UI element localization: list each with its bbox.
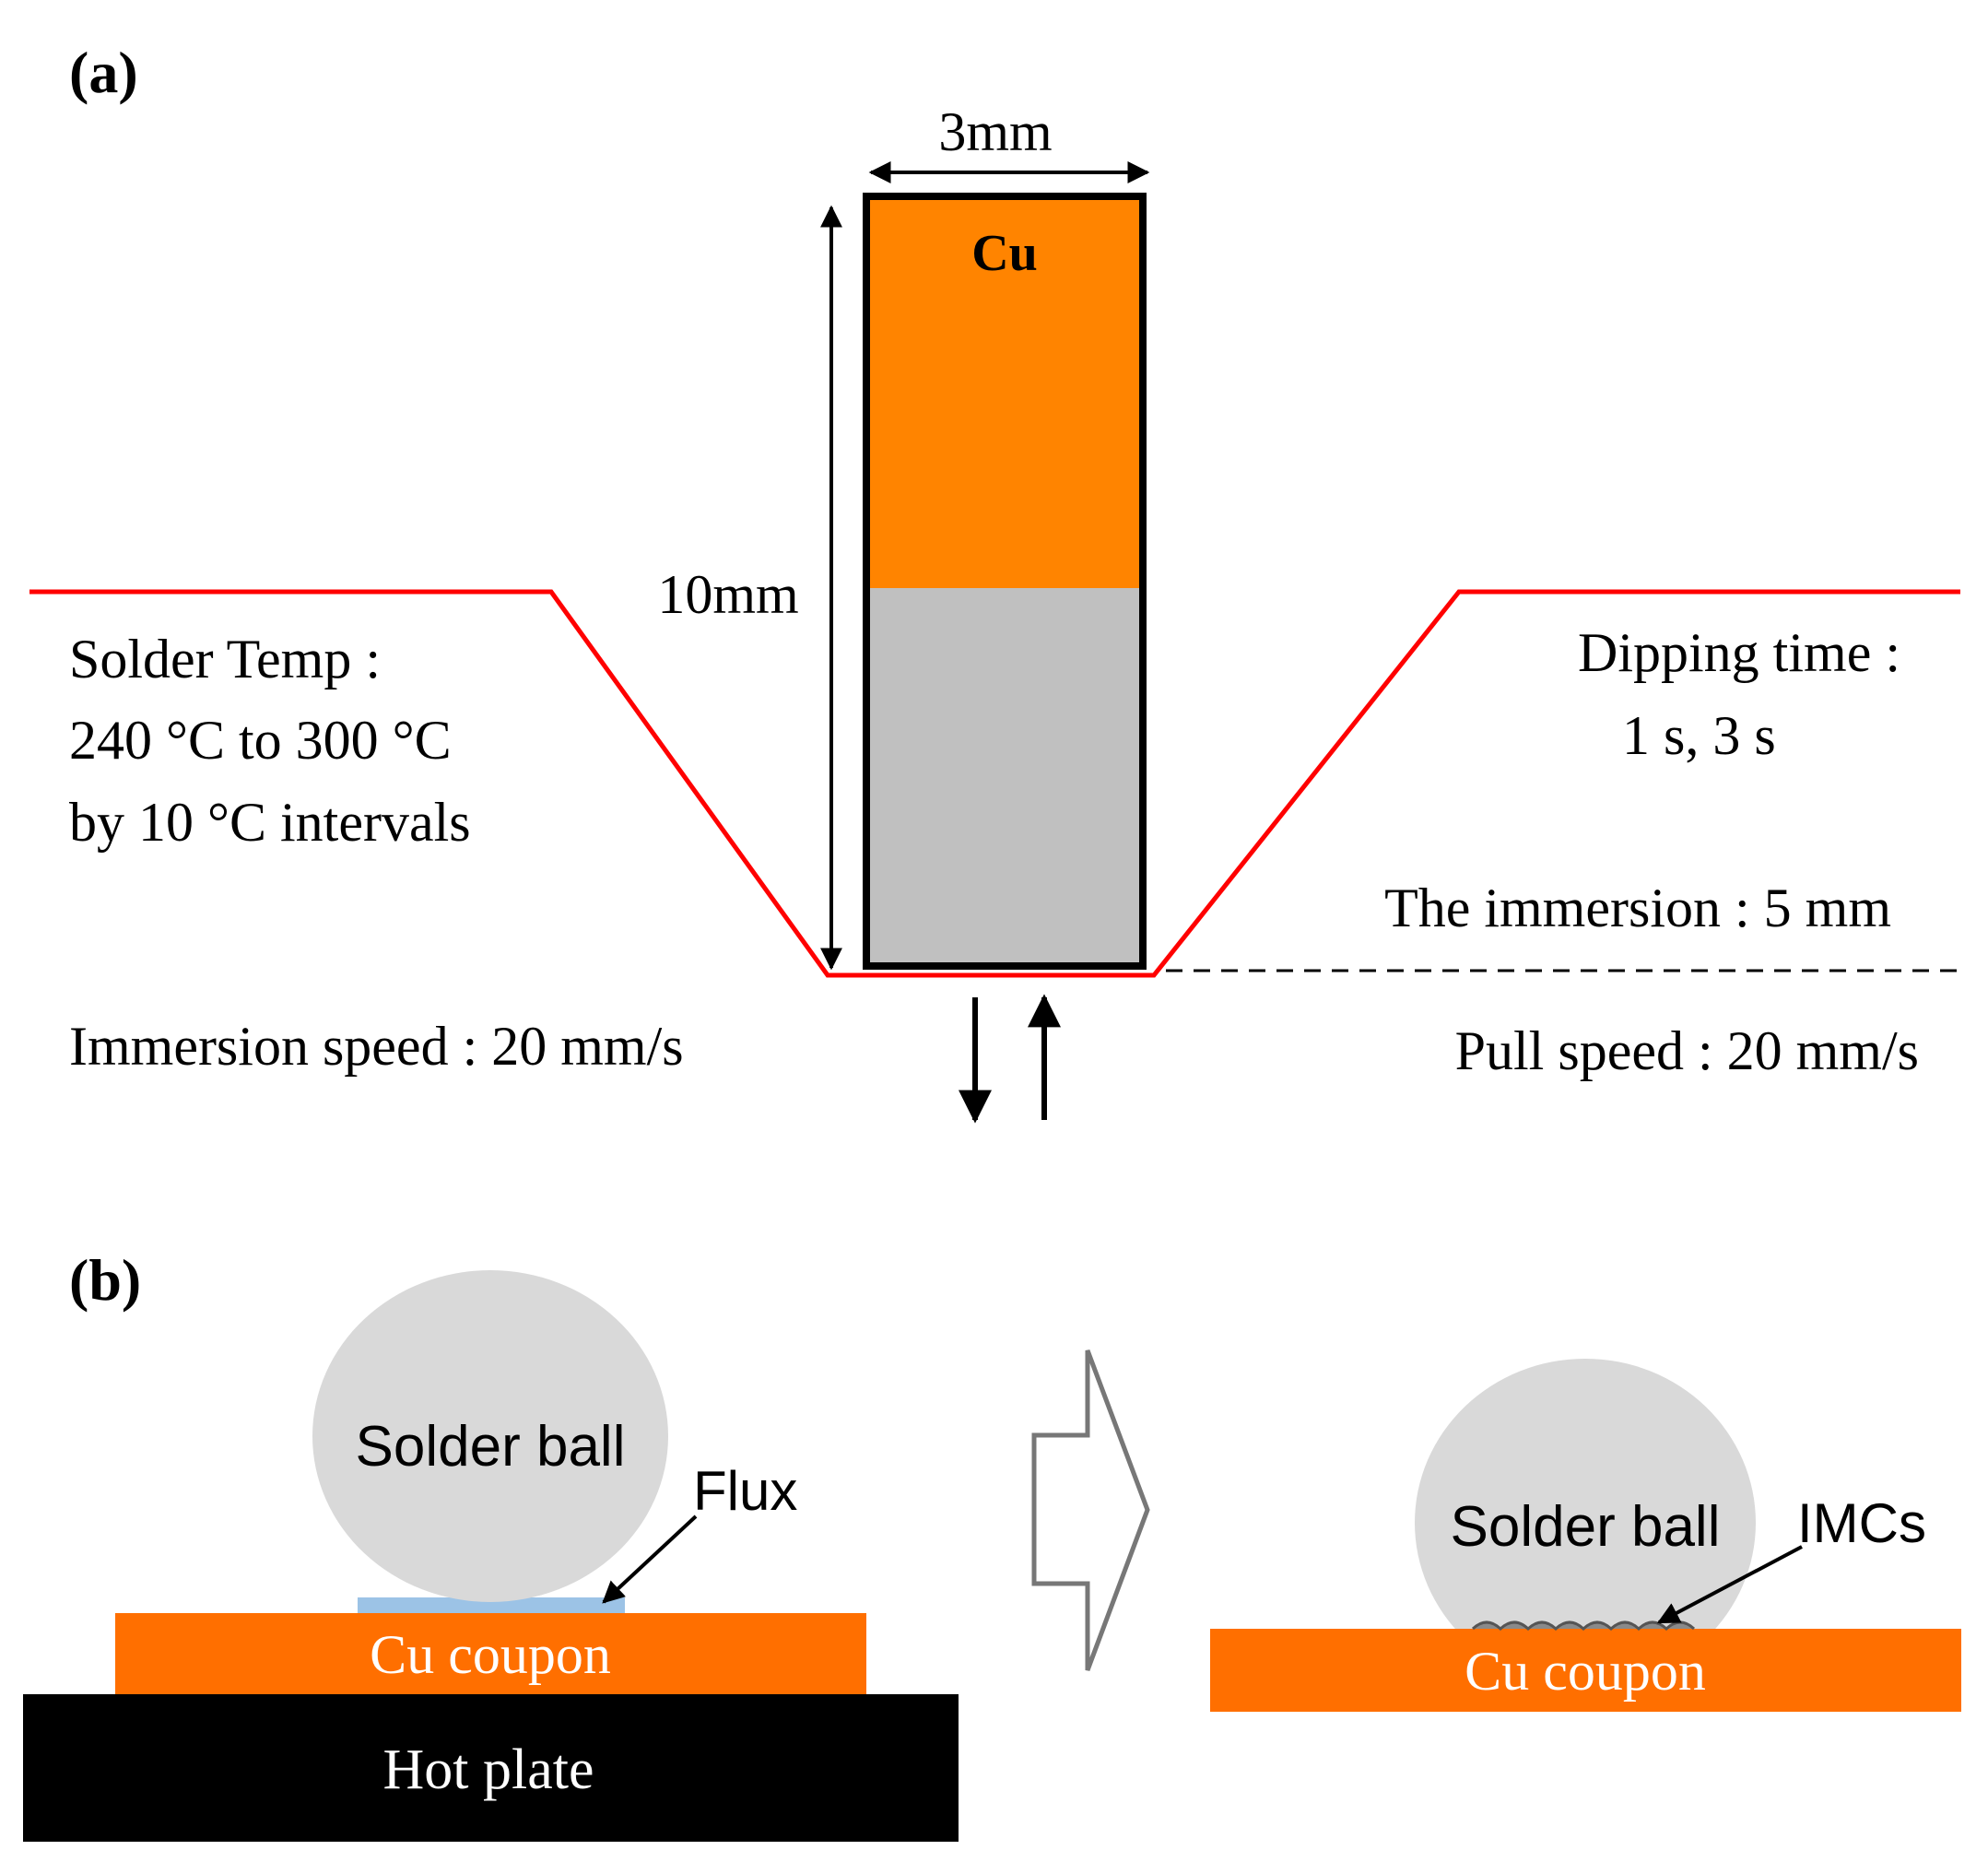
- solder-ball-before: [312, 1270, 668, 1602]
- flux-pointer-arrow: [602, 1514, 698, 1604]
- dipping-time-values: 1 s, 3 s: [1622, 705, 1776, 766]
- height-label: 10mm: [657, 564, 798, 625]
- cu-coupon-before-label: Cu coupon: [370, 1624, 611, 1685]
- copper-strip-outline: [863, 193, 1147, 970]
- solder-bath-outline: [29, 589, 1960, 978]
- cu-coupon-before: [115, 1613, 866, 1694]
- panel-b-label: (b): [69, 1247, 141, 1313]
- solder-ball-after-label: Solder ball: [1451, 1495, 1721, 1559]
- dipping-time-label: Dipping time :: [1578, 622, 1900, 683]
- cu-coupon-after-label: Cu coupon: [1465, 1641, 1706, 1702]
- immersion-speed-label: Immersion speed : 20 mm/s: [69, 1016, 684, 1077]
- width-label: 3mm: [938, 101, 1052, 162]
- right-outline-arrow-icon: [1031, 1349, 1150, 1671]
- imc-layer: [1471, 1620, 1696, 1632]
- solder-coated-section: [866, 588, 1143, 966]
- solder-temp-label: Solder Temp :: [69, 629, 381, 689]
- solder-ball-before-label: Solder ball: [356, 1415, 626, 1479]
- solder-temp-range: 240 °C to 300 °C: [69, 710, 452, 771]
- hot-plate: [23, 1694, 959, 1842]
- solder-temp-interval: by 10 °C intervals: [69, 792, 471, 853]
- copper-label: Cu: [971, 225, 1038, 282]
- imc-pointer-arrow: [1656, 1545, 1803, 1624]
- copper-strip-upper: [866, 196, 1143, 588]
- immersion-depth-label: The immersion : 5 mm: [1384, 878, 1891, 938]
- flux-label: Flux: [693, 1460, 797, 1522]
- hot-plate-label: Hot plate: [383, 1738, 594, 1801]
- flux-layer: [358, 1597, 625, 1613]
- pull-speed-label: Pull speed : 20 mm/s: [1455, 1020, 1919, 1081]
- panel-a-label: (a): [69, 40, 138, 105]
- imc-label: IMCs: [1797, 1492, 1926, 1554]
- cu-coupon-after: [1210, 1629, 1961, 1712]
